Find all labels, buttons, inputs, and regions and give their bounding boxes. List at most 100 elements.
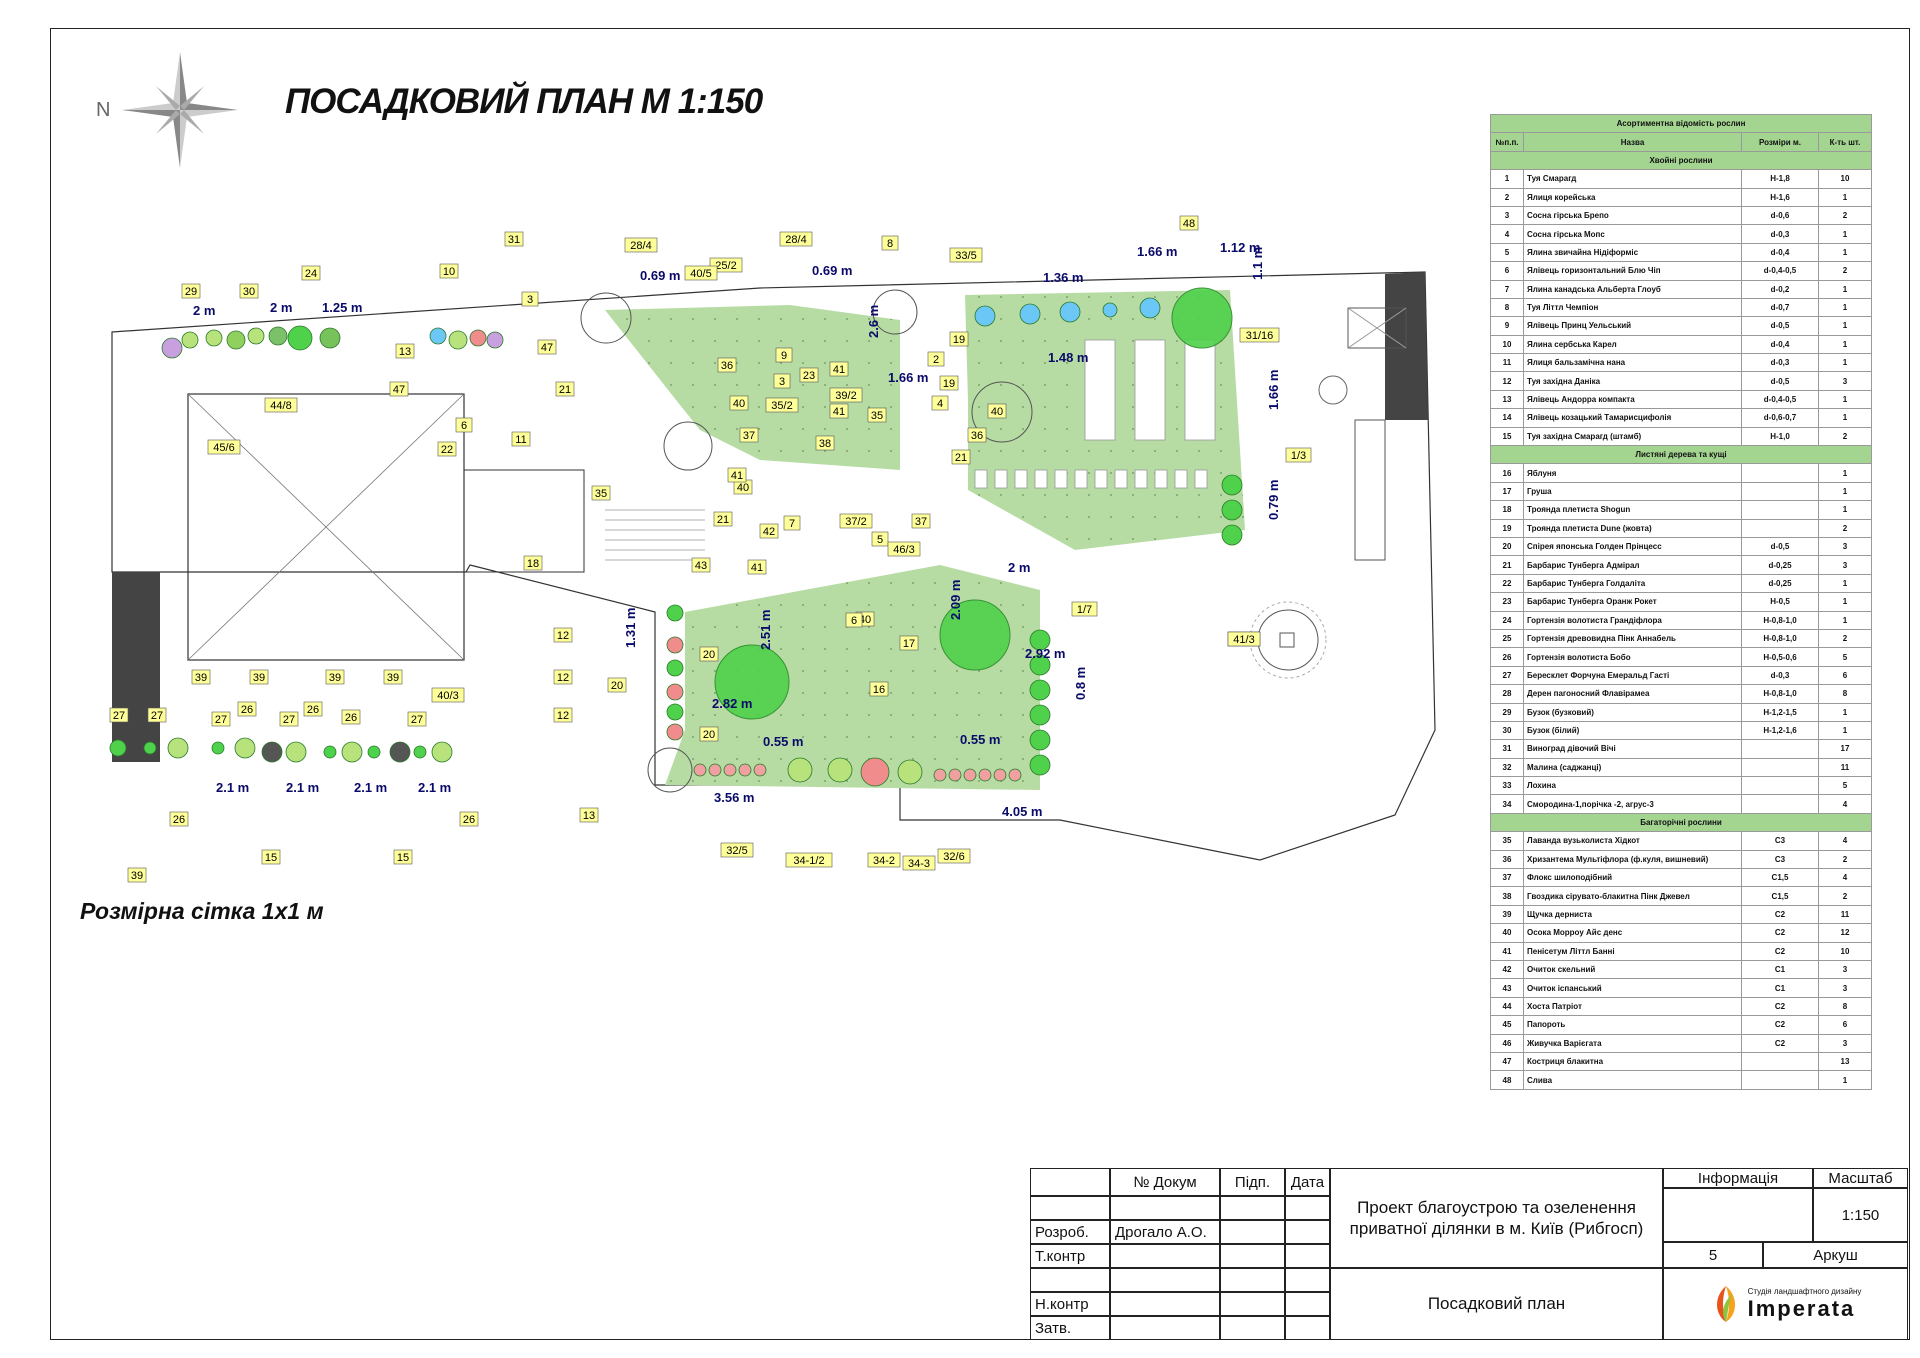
plant-label-box bbox=[939, 375, 959, 391]
table-cell: Пенісетум Літтл Банні bbox=[1523, 941, 1742, 961]
table-cell: 39 bbox=[1490, 904, 1524, 925]
dimension-label: 3.56 m bbox=[714, 790, 754, 805]
dimension-label: 2.1 m bbox=[354, 780, 387, 795]
dimension-label: 2.1 m bbox=[286, 780, 319, 795]
scale-header: Масштаб bbox=[1813, 1168, 1908, 1188]
table-cell: 45 bbox=[1490, 1015, 1524, 1035]
plant-label: 39/2 bbox=[835, 390, 856, 402]
plant-label-box bbox=[829, 361, 849, 377]
plant-label: 15 bbox=[265, 852, 277, 864]
table-cell: Смородина-1,порічка -2, агрус-3 bbox=[1523, 794, 1742, 814]
table-cell: Малина (саджанці) bbox=[1523, 757, 1742, 778]
dimension-label: 1.48 m bbox=[1048, 350, 1088, 365]
plant-label-box bbox=[504, 231, 524, 247]
approved-label: Затв. bbox=[1030, 1316, 1110, 1340]
plant-label: 26 bbox=[173, 814, 185, 826]
plant-label: 9 bbox=[781, 350, 787, 362]
plant-label: 34-3 bbox=[908, 858, 930, 870]
table-cell: 21 bbox=[1490, 555, 1524, 575]
plant-label: 40 bbox=[737, 482, 749, 494]
plant-label: 21 bbox=[955, 452, 967, 464]
table-cell: d-0,7 bbox=[1741, 297, 1819, 318]
table-cell: 1 bbox=[1818, 187, 1872, 207]
dimension-label: 1.31 m bbox=[623, 608, 638, 648]
drawing-name: Посадковий план bbox=[1330, 1268, 1663, 1340]
table-cell: H-1,8 bbox=[1741, 169, 1819, 189]
table-cell: 2 bbox=[1818, 886, 1872, 906]
table-cell: d-0,3 bbox=[1741, 665, 1819, 686]
plant-label-box bbox=[759, 523, 779, 539]
plant-label-box bbox=[301, 265, 321, 281]
table-cell: 2 bbox=[1490, 187, 1524, 207]
plant-label-box bbox=[239, 283, 259, 299]
plant-label: 28/4 bbox=[630, 240, 651, 252]
table-cell: Гортензія волотиста Грандіфлора bbox=[1523, 610, 1742, 630]
plant-label-box bbox=[951, 449, 971, 465]
table-header-3: К-ть шт. bbox=[1818, 132, 1872, 152]
table-cell: 6 bbox=[1490, 261, 1524, 281]
table-cell: 25 bbox=[1490, 628, 1524, 649]
table-cell: d-0,4-0,5 bbox=[1741, 261, 1819, 281]
plant-label-box bbox=[393, 849, 413, 865]
table-cell bbox=[1741, 463, 1819, 483]
plant-label-box bbox=[523, 555, 543, 571]
plant-label-box bbox=[729, 395, 749, 411]
plant-label-box bbox=[303, 701, 323, 717]
table-cell: 19 bbox=[1490, 518, 1524, 538]
page-title: ПОСАДКОВИЙ ПЛАН М 1:150 bbox=[285, 82, 763, 121]
table-cell: 4 bbox=[1490, 224, 1524, 244]
table-cell: 22 bbox=[1490, 573, 1524, 594]
table-cell: Папороть bbox=[1523, 1015, 1742, 1035]
plant-label: 11 bbox=[515, 434, 526, 446]
plant-label-box bbox=[775, 347, 793, 363]
table-cell bbox=[1741, 518, 1819, 538]
table-cell: C2 bbox=[1741, 1033, 1819, 1053]
table-cell: 6 bbox=[1818, 665, 1872, 686]
plant-label-box bbox=[902, 855, 936, 871]
plant-label: 35 bbox=[595, 488, 607, 500]
plant-label-box bbox=[341, 709, 361, 725]
plant-label: 45/6 bbox=[213, 442, 234, 454]
table-cell: Осока Морроу Айс денс bbox=[1523, 923, 1742, 943]
plant-label: 42 bbox=[763, 526, 775, 538]
plant-label: 43 bbox=[695, 560, 707, 572]
table-cell: H-0,8-1,0 bbox=[1741, 610, 1819, 630]
plant-label: 21 bbox=[559, 384, 571, 396]
table-cell bbox=[1741, 500, 1819, 520]
table-cell: Туя Літтл Чемпіон bbox=[1523, 297, 1742, 318]
table-cell: 7 bbox=[1490, 279, 1524, 299]
dimension-label: 0.69 m bbox=[640, 268, 680, 283]
plant-label: 22 bbox=[441, 444, 453, 456]
plant-label: 10 bbox=[443, 266, 455, 278]
table-cell: C2 bbox=[1741, 1015, 1819, 1035]
plant-label-box bbox=[709, 257, 743, 273]
plant-label-box bbox=[325, 669, 345, 685]
plant-label-box bbox=[264, 397, 298, 413]
plant-label-box bbox=[987, 403, 1007, 419]
plant-label-box bbox=[591, 485, 611, 501]
plant-label-box bbox=[555, 381, 575, 397]
table-cell: 8 bbox=[1818, 684, 1872, 704]
plant-label: 29 bbox=[185, 286, 197, 298]
dimension-label: 0.79 m bbox=[1266, 480, 1281, 520]
table-cell: d-0,4-0,5 bbox=[1741, 389, 1819, 410]
table-cell: 8 bbox=[1818, 996, 1872, 1017]
plant-label-box bbox=[727, 467, 747, 483]
section-title: Листяні дерева та кущі bbox=[1490, 445, 1872, 465]
plant-label: 41 bbox=[731, 470, 743, 482]
table-cell: 1 bbox=[1818, 481, 1872, 502]
plant-label-box bbox=[691, 557, 711, 573]
table-cell: 11 bbox=[1818, 757, 1872, 778]
plant-label: 31/16 bbox=[1246, 330, 1274, 342]
plant-label: 13 bbox=[583, 810, 595, 822]
table-cell: Слива bbox=[1523, 1070, 1742, 1090]
dimension-label: 1.66 m bbox=[888, 370, 928, 385]
